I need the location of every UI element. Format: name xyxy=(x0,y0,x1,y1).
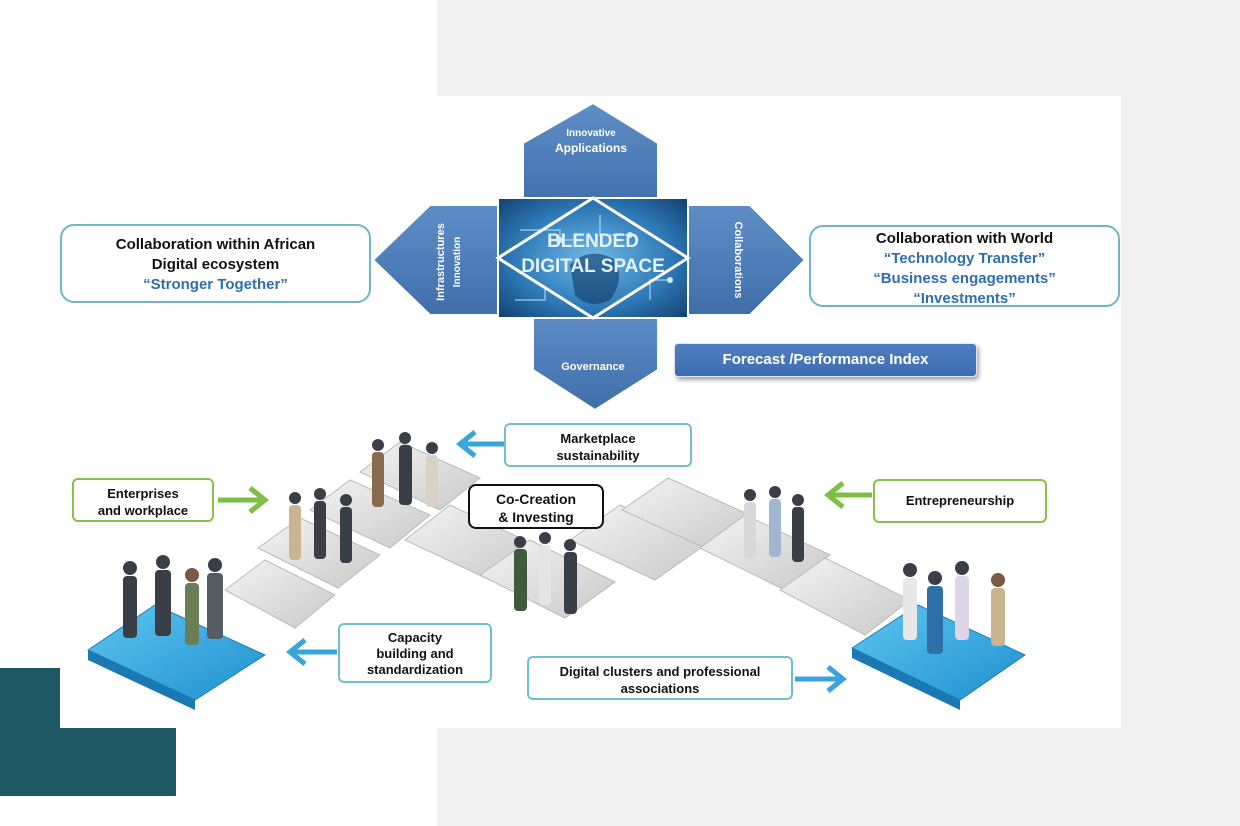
arrow-bottom-label: Governance xyxy=(561,361,625,373)
arrow-left-marketplace xyxy=(455,430,505,458)
blended-digital-space-center: BLENDED DIGITAL SPACE xyxy=(495,196,691,320)
clusters-line2: associations xyxy=(620,681,700,696)
cocreation-investing-label: Co-Creation & Investing xyxy=(468,484,604,529)
people-group-enterprises xyxy=(289,488,352,563)
africa-box-line1: Collaboration within African xyxy=(115,236,316,253)
africa-box-line2: Digital ecosystem xyxy=(151,256,280,273)
arrow-right-clusters xyxy=(795,665,848,693)
arrow-left-entrepreneurship xyxy=(823,481,872,509)
cocreation-line1: Co-Creation xyxy=(495,491,577,507)
people-group-entrepreneurship xyxy=(744,486,804,562)
enterprises-line1: Enterprises xyxy=(107,486,179,501)
arrow-top-label-2: Applications xyxy=(555,141,627,155)
capacity-building-label: Capacity building and standardization xyxy=(338,623,492,683)
world-box-quote3: “Investments” xyxy=(913,290,1016,307)
capacity-line2: building and xyxy=(376,646,454,661)
world-box-quote2: “Business engagements” xyxy=(873,270,1056,287)
arrow-innovative-applications: Innovative Applications xyxy=(522,101,659,211)
marketplace-sustainability-label: Marketplace sustainability xyxy=(504,423,692,467)
collaboration-world-box: Collaboration with World “Technology Tra… xyxy=(809,225,1120,307)
world-box-title: Collaboration with World xyxy=(875,230,1054,247)
enterprises-workplace-label: Enterprises and workplace xyxy=(72,478,214,522)
arrow-governance: Governance xyxy=(532,309,659,412)
marketplace-line1: Marketplace xyxy=(560,431,636,446)
forecast-performance-index-button[interactable]: Forecast /Performance Index xyxy=(674,343,977,377)
capacity-line3: standardization xyxy=(366,662,464,677)
people-group-marketplace xyxy=(372,432,438,507)
decorative-teal-block xyxy=(0,728,176,796)
cocreation-line2: & Investing xyxy=(498,509,574,525)
arrow-left-capacity xyxy=(285,638,337,666)
marketplace-line2: sustainability xyxy=(556,448,640,463)
capacity-line1: Capacity xyxy=(387,630,443,645)
center-title-line2: DIGITAL SPACE xyxy=(521,256,665,277)
center-title-line1: BLENDED xyxy=(547,231,639,252)
arrow-right-enterprises xyxy=(218,486,270,514)
entrepreneurship-label: Entrepreneurship xyxy=(873,479,1047,523)
arrow-top-label-1: Innovative xyxy=(566,128,616,139)
enterprises-line2: and workplace xyxy=(97,503,189,518)
people-group-right xyxy=(903,561,1005,654)
clusters-line1: Digital clusters and professional xyxy=(559,664,761,679)
isometric-platform-path xyxy=(86,441,1027,710)
arrow-left-label-2: Innovation xyxy=(452,237,463,288)
africa-box-tagline: “Stronger Together” xyxy=(143,276,288,293)
people-group-cocreation xyxy=(514,532,577,614)
digital-clusters-label: Digital clusters and professional associ… xyxy=(527,656,793,700)
world-box-quote1: “Technology Transfer” xyxy=(883,250,1046,267)
arrow-left-label-1: Infrastructures xyxy=(435,223,447,301)
arrow-infrastructures-innovation: Infrastructures Innovation xyxy=(371,204,521,316)
arrow-right-label: Collaborations xyxy=(732,221,744,298)
collaboration-africa-box: Collaboration within African Digital eco… xyxy=(60,224,371,303)
people-group-left xyxy=(123,555,223,645)
